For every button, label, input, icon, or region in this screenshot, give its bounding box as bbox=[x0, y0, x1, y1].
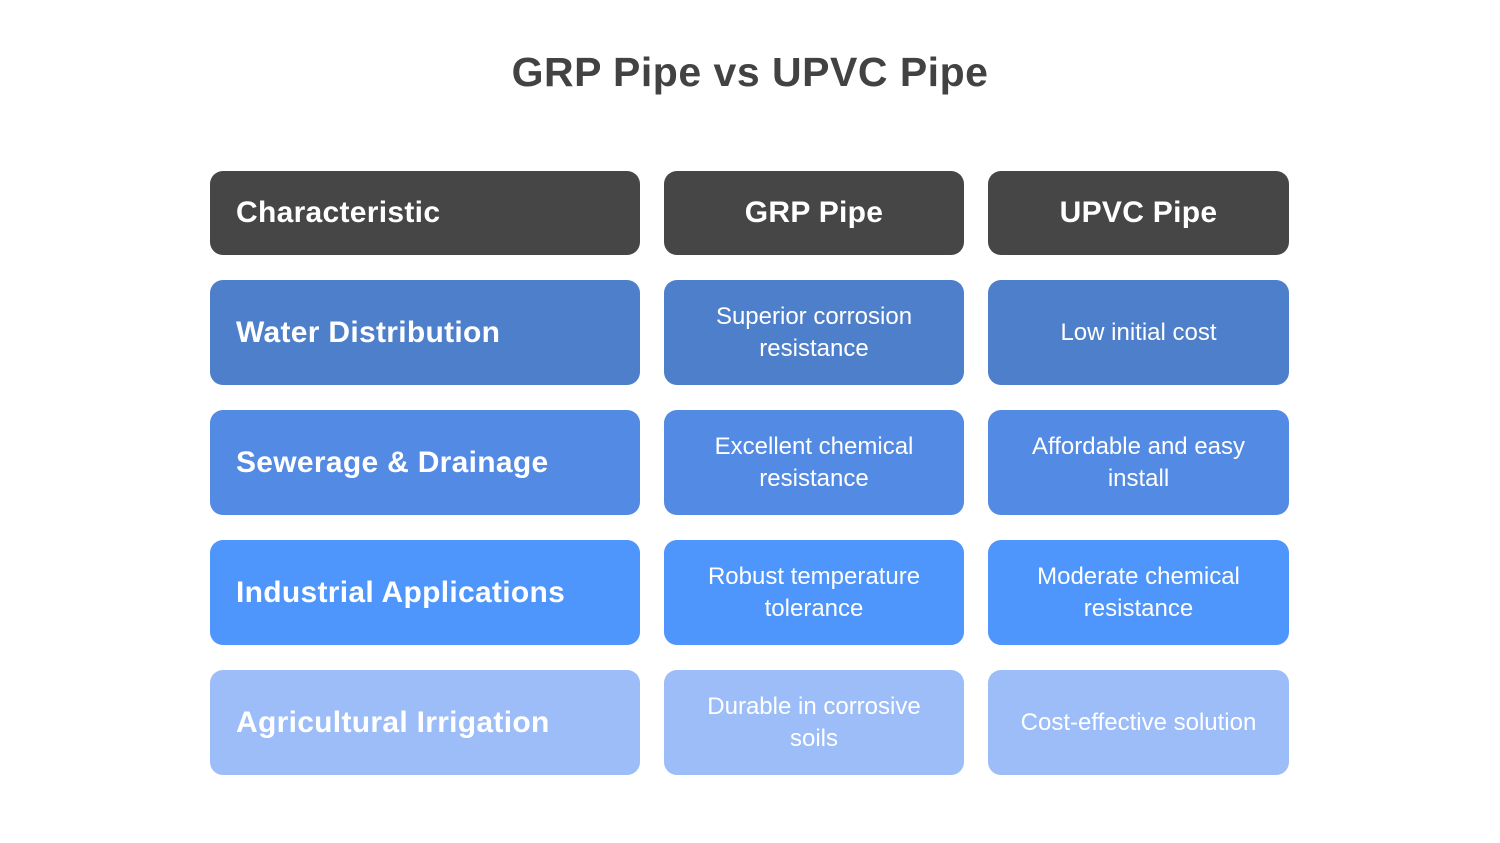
row-label-industrial-applications: Industrial Applications bbox=[210, 540, 640, 646]
row-label-water-distribution: Water Distribution bbox=[210, 280, 640, 386]
header-characteristic: Characteristic bbox=[210, 171, 640, 256]
grp-cell-sewerage-drainage: Excellent chemical resistance bbox=[664, 410, 964, 516]
row-label-agricultural-irrigation: Agricultural Irrigation bbox=[210, 670, 640, 776]
upvc-cell-sewerage-drainage: Affordable and easy install bbox=[988, 410, 1289, 516]
grp-cell-agricultural-irrigation: Durable in corrosive soils bbox=[664, 670, 964, 776]
upvc-cell-industrial-applications: Moderate chemical resistance bbox=[988, 540, 1289, 646]
upvc-cell-agricultural-irrigation: Cost-effective solution bbox=[988, 670, 1289, 776]
grp-cell-industrial-applications: Robust temperature tolerance bbox=[664, 540, 964, 646]
page-title: GRP Pipe vs UPVC Pipe bbox=[511, 49, 989, 95]
grp-cell-water-distribution: Superior corrosion resistance bbox=[664, 280, 964, 386]
comparison-table: Characteristic GRP Pipe UPVC Pipe Water … bbox=[210, 171, 1290, 776]
header-upvc-pipe: UPVC Pipe bbox=[988, 171, 1289, 256]
header-grp-pipe: GRP Pipe bbox=[664, 171, 964, 256]
row-label-sewerage-drainage: Sewerage & Drainage bbox=[210, 410, 640, 516]
upvc-cell-water-distribution: Low initial cost bbox=[988, 280, 1289, 386]
